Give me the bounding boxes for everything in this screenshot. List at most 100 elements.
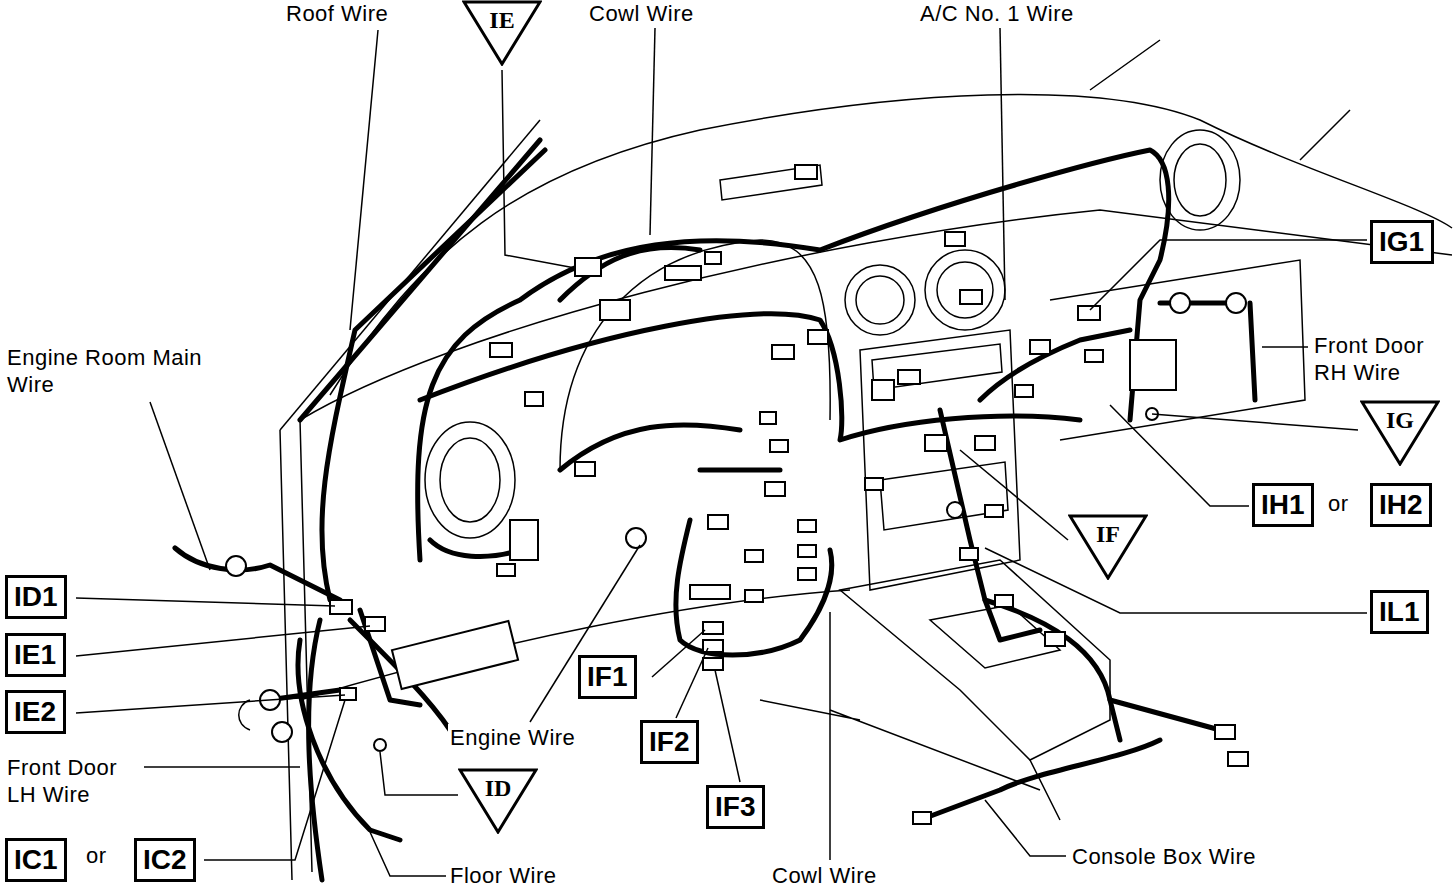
connector-code: IC1 [8,841,64,879]
wire-name: Engine Room Main Wire [5,344,244,398]
leader-line [960,450,1068,540]
connector-code: IC2 [137,841,193,879]
leader-line [715,670,740,782]
leader-line [370,832,446,876]
dashboard-outline [280,420,312,880]
connector-block [1228,752,1248,766]
wire-harness [430,540,520,557]
connector-block [808,330,828,344]
wire-harness [322,150,545,600]
dashboard-outline [720,165,822,200]
leader-line [1262,346,1308,348]
connector-block [945,232,965,246]
connector-block [795,165,817,179]
connector-block [872,380,894,400]
connector-block [1215,725,1235,739]
leader-line [829,612,831,860]
leader-line [1152,414,1358,430]
connector-block [865,478,883,490]
wire-name: Front Door LH Wire [5,754,144,808]
connector-block [330,165,1248,824]
connector-block [745,550,763,562]
dashboard-outline [560,240,830,470]
wire-name: Engine Wire [448,724,577,751]
connector-block [708,515,728,529]
connector-code-box: IF3 [706,785,765,829]
wire-name: Cowl Wire [587,0,696,27]
connector-block [330,600,352,614]
connector-code-box: IF1 [578,655,637,699]
grommet [1170,293,1190,313]
connector-block [665,266,701,280]
connector-code: IH2 [1373,486,1429,524]
dashboard-outline [239,700,250,730]
connector-block [1030,340,1050,354]
connector-block [798,568,816,580]
wire-name: Console Box Wire [1070,843,1258,870]
dashboard-outline [930,605,1060,668]
grommet [1226,293,1246,313]
connector-block [985,505,1003,517]
leader-line [350,30,378,330]
dashboard-outline [330,95,1452,395]
leader-line [530,545,640,722]
connector-block [745,590,763,602]
connector-code: IF2 [643,723,696,761]
connector-block [760,412,776,424]
connector-code: IF [1068,514,1148,548]
ground-point-triangle: IE [462,0,542,66]
wire-name: Front Door RH Wire [1312,332,1451,386]
leader-line [204,700,345,860]
wire-harness [920,740,1160,820]
wire-harness [418,150,1169,560]
connector-block [798,520,816,532]
dashboard-outline [1160,130,1240,230]
connector-code: IE [462,0,542,34]
connector-block [960,548,978,560]
connector-block [898,370,920,384]
connector-block [497,564,515,576]
dashboard-outline [425,422,515,538]
dashboard-outline [1090,40,1350,160]
dashboard-outline [845,265,915,335]
dashboard-outline [239,40,1452,880]
ground-point-triangle: ID [458,768,538,834]
connector-code-box: IG1 [1370,220,1434,264]
leader-line [76,695,345,713]
grommet [226,293,1246,751]
connector-block [600,300,630,320]
connector-block [365,617,385,631]
connector-code: IG1 [1373,223,1431,261]
leader-line [76,598,335,606]
dashboard-outline [872,344,1008,530]
connector-block [798,545,816,557]
dashboard-outline [1050,260,1305,440]
connector-block [1085,350,1103,362]
connector-code: ID [458,768,538,802]
connector-block [913,812,931,824]
alternative-word: or [1326,490,1351,517]
leader-line [985,800,1066,856]
grommet [374,739,386,751]
connector-code-box: IF2 [640,720,699,764]
connector-code: IE1 [8,636,63,674]
dashboard-outline [440,438,500,522]
wire-harness [940,410,1220,730]
connector-code: IE2 [8,693,63,731]
connector-block [772,345,794,359]
connector-code: IF1 [581,658,634,696]
connector-block [703,640,723,652]
dashboard-outline [1174,144,1226,216]
connector-block [690,585,730,599]
leader-line [150,402,210,570]
leader-line [1000,28,1005,300]
leader-line [676,648,708,718]
connector-block [392,621,518,689]
connector-block [1045,632,1065,646]
connector-block [975,436,995,450]
connector-code-box: IE2 [5,690,66,734]
connector-code-box: ID1 [5,575,67,619]
ground-point-triangle: IF [1068,514,1148,580]
grommet [626,528,646,548]
